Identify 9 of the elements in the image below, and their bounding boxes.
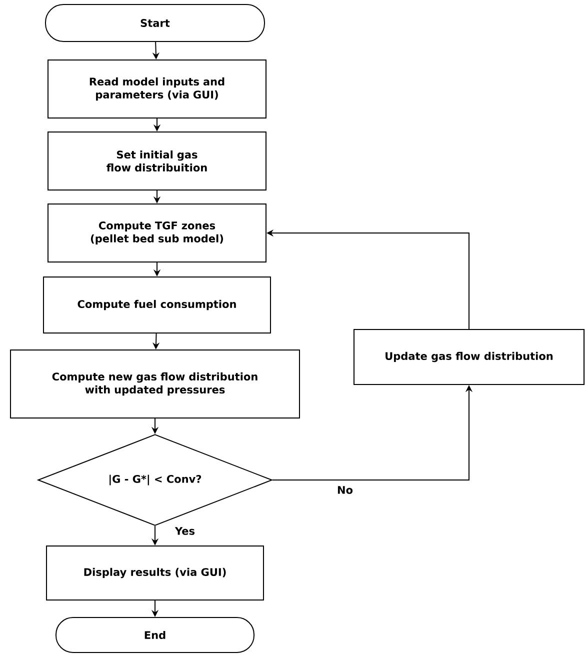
edge-label: No xyxy=(336,485,354,495)
process-box: Compute TGF zones (pellet bed sub model) xyxy=(48,204,266,262)
process-box: Compute fuel consumption xyxy=(43,276,271,334)
process-box: Display results (via GUI) xyxy=(46,546,264,600)
process-box: Update gas flow distribution xyxy=(354,329,584,385)
edge-label: Yes xyxy=(174,526,196,536)
process-box: Set initial gas flow distribuition xyxy=(48,132,266,190)
process-box: Read model inputs and parameters (via GUI) xyxy=(48,60,266,118)
process-box: Compute new gas flow distribution with updated pressures xyxy=(10,350,300,418)
